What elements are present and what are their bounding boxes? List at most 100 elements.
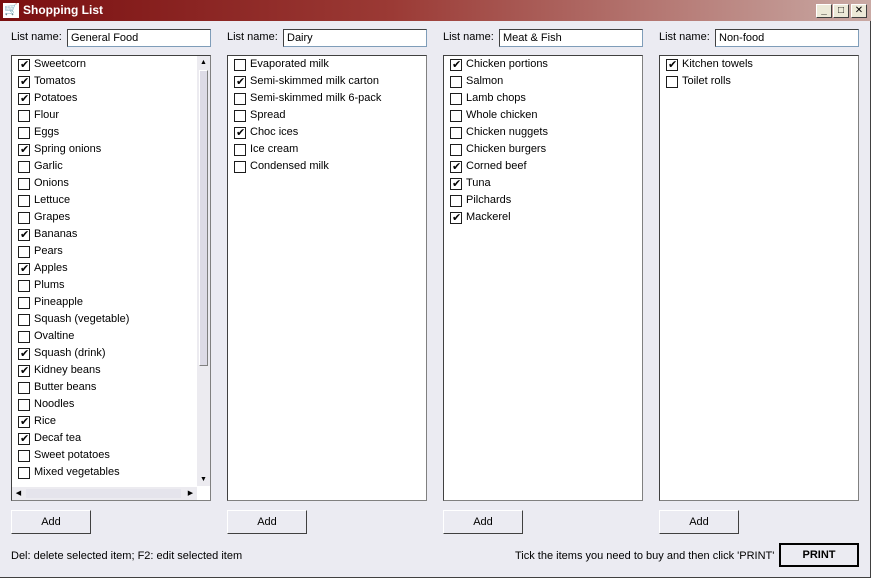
list-item[interactable]: Noodles [12,396,210,413]
checkbox-unchecked[interactable] [18,399,30,411]
scroll-left-arrow-icon[interactable]: ◀ [12,487,25,500]
list-item[interactable]: Lamb chops [444,90,642,107]
checkbox-checked[interactable] [450,176,462,193]
title-bar[interactable]: 🛒 Shopping List _ □ ✕ [0,0,871,21]
add-item-button[interactable]: Add [659,510,739,534]
checkbox-unchecked[interactable] [18,212,30,224]
checkbox-checked[interactable] [450,159,462,176]
checkbox-unchecked[interactable] [18,161,30,173]
list-item[interactable]: Pilchards [444,192,642,209]
list-item[interactable]: Ovaltine [12,328,210,345]
checkbox-checked[interactable] [450,57,462,74]
list-item[interactable]: Kidney beans [12,362,210,380]
checkbox-checked[interactable] [234,74,246,91]
minimize-button[interactable]: _ [816,4,832,18]
list-item[interactable]: Garlic [12,158,210,175]
checkbox-unchecked[interactable] [666,76,678,88]
list-name-input[interactable] [67,29,211,47]
list-item[interactable]: Kitchen towels [660,56,858,74]
list-item[interactable]: Mixed vegetables [12,464,210,481]
list-item[interactable]: Bananas [12,226,210,244]
list-item[interactable]: Salmon [444,73,642,90]
checkbox-checked[interactable] [18,74,30,91]
vertical-scrollbar[interactable]: ▲▼ [197,56,210,486]
checkbox-unchecked[interactable] [450,93,462,105]
list-item[interactable]: Corned beef [444,158,642,176]
list-item[interactable]: Pears [12,243,210,260]
list-item[interactable]: Decaf tea [12,430,210,448]
checkbox-checked[interactable] [18,431,30,448]
list-item[interactable]: Sweet potatoes [12,447,210,464]
add-item-button[interactable]: Add [11,510,91,534]
checkbox-checked[interactable] [18,91,30,108]
checkbox-unchecked[interactable] [18,127,30,139]
checkbox-checked[interactable] [450,210,462,227]
list-item[interactable]: Butter beans [12,379,210,396]
list-item[interactable]: Condensed milk [228,158,426,175]
list-item[interactable]: Potatoes [12,90,210,108]
checkbox-unchecked[interactable] [450,127,462,139]
checkbox-unchecked[interactable] [18,467,30,479]
list-item[interactable]: Spread [228,107,426,124]
horizontal-scrollbar[interactable]: ◀▶ [12,487,197,500]
list-item[interactable]: Spring onions [12,141,210,159]
scroll-right-arrow-icon[interactable]: ▶ [184,487,197,500]
list-item[interactable]: Tuna [444,175,642,193]
checkbox-checked[interactable] [18,363,30,380]
list-item[interactable]: Grapes [12,209,210,226]
list-name-input[interactable] [715,29,859,47]
list-item[interactable]: Lettuce [12,192,210,209]
list-item[interactable]: Flour [12,107,210,124]
maximize-button[interactable]: □ [833,4,849,18]
checkbox-unchecked[interactable] [450,144,462,156]
list-item[interactable]: Mackerel [444,209,642,227]
list-item[interactable]: Semi-skimmed milk carton [228,73,426,91]
checklist-box[interactable]: SweetcornTomatosPotatoesFlourEggsSpring … [11,55,211,501]
horizontal-scroll-thumb[interactable] [26,489,181,498]
list-item[interactable]: Ice cream [228,141,426,158]
list-item[interactable]: Evaporated milk [228,56,426,73]
list-item[interactable]: Semi-skimmed milk 6-pack [228,90,426,107]
checkbox-unchecked[interactable] [18,110,30,122]
list-item[interactable]: Squash (drink) [12,345,210,363]
checkbox-unchecked[interactable] [234,110,246,122]
print-button[interactable]: PRINT [779,543,859,567]
list-item[interactable]: Onions [12,175,210,192]
list-item[interactable]: Sweetcorn [12,56,210,74]
checkbox-unchecked[interactable] [234,59,246,71]
checkbox-unchecked[interactable] [18,178,30,190]
add-item-button[interactable]: Add [227,510,307,534]
list-name-input[interactable] [283,29,427,47]
list-item[interactable]: Pineapple [12,294,210,311]
checkbox-checked[interactable] [18,57,30,74]
checklist-box[interactable]: Evaporated milkSemi-skimmed milk cartonS… [227,55,427,501]
list-item[interactable]: Chicken burgers [444,141,642,158]
list-name-input[interactable] [499,29,643,47]
checkbox-checked[interactable] [18,414,30,431]
checkbox-unchecked[interactable] [450,76,462,88]
checkbox-unchecked[interactable] [18,382,30,394]
add-item-button[interactable]: Add [443,510,523,534]
checkbox-checked[interactable] [18,142,30,159]
list-item[interactable]: Toilet rolls [660,73,858,90]
list-item[interactable]: Choc ices [228,124,426,142]
checkbox-unchecked[interactable] [450,110,462,122]
list-item[interactable]: Apples [12,260,210,278]
list-item[interactable]: Chicken nuggets [444,124,642,141]
vertical-scroll-thumb[interactable] [199,70,208,366]
checkbox-unchecked[interactable] [18,195,30,207]
checkbox-checked[interactable] [666,57,678,74]
close-button[interactable]: ✕ [851,4,867,18]
checkbox-checked[interactable] [18,346,30,363]
checkbox-unchecked[interactable] [234,144,246,156]
checkbox-unchecked[interactable] [18,331,30,343]
checkbox-unchecked[interactable] [18,314,30,326]
checkbox-checked[interactable] [18,227,30,244]
list-item[interactable]: Whole chicken [444,107,642,124]
list-item[interactable]: Eggs [12,124,210,141]
list-item[interactable]: Squash (vegetable) [12,311,210,328]
checkbox-unchecked[interactable] [234,161,246,173]
checkbox-unchecked[interactable] [18,297,30,309]
